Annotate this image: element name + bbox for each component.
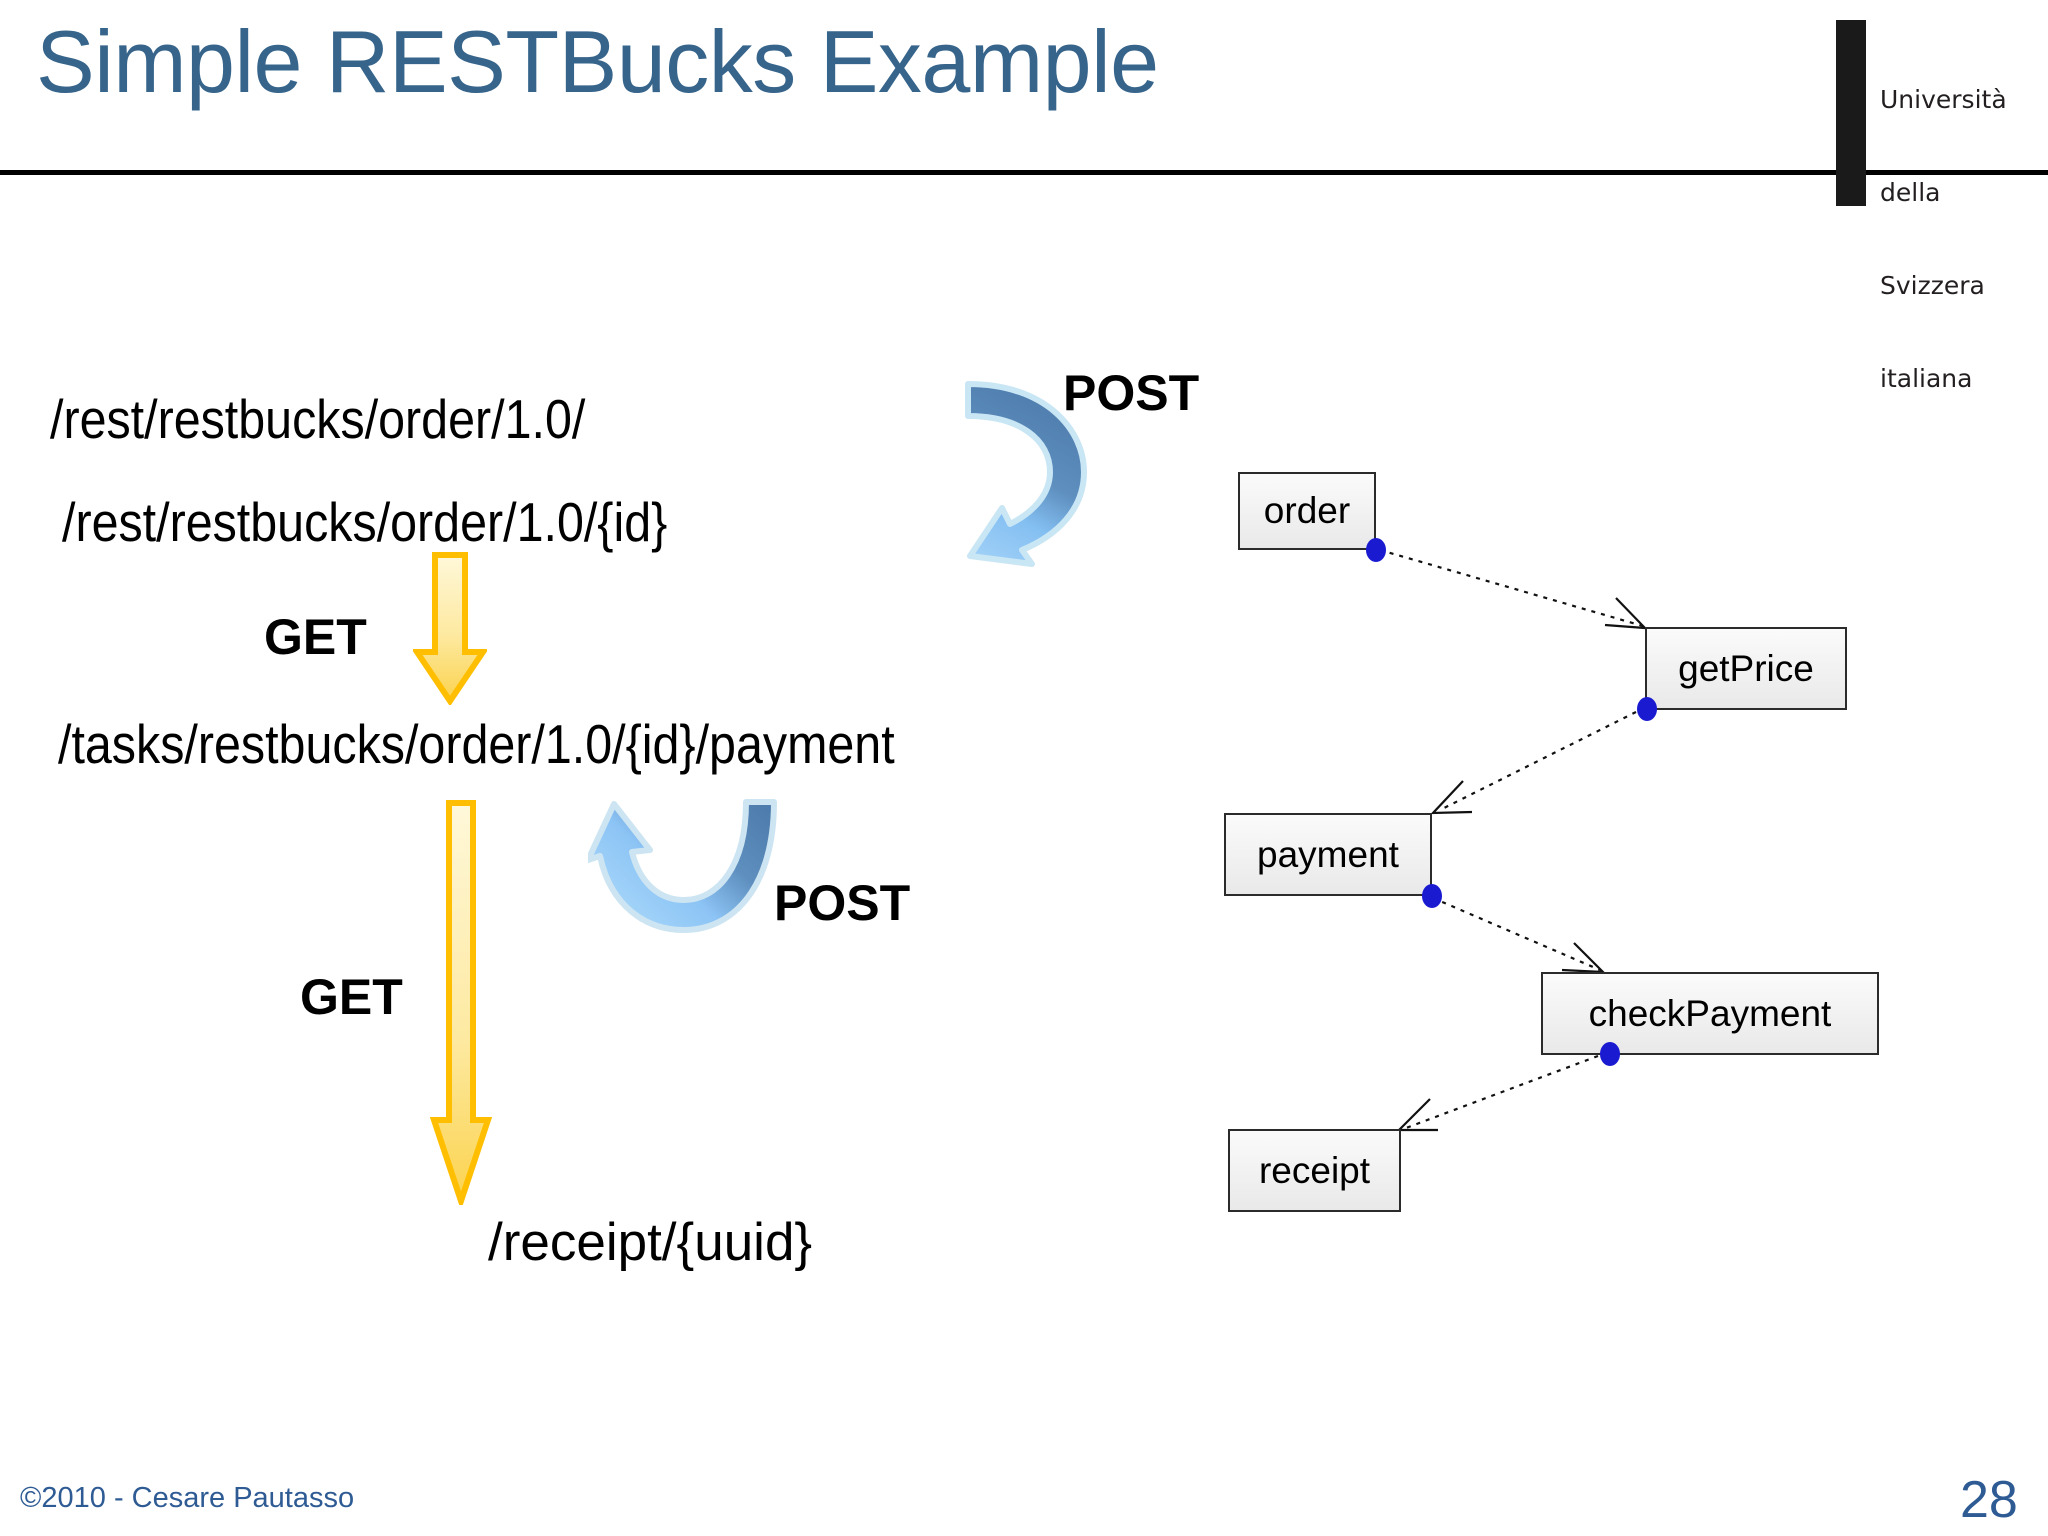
edge-order-to-getprice (1379, 548, 1648, 630)
edge-getprice-to-payment (1430, 711, 1637, 815)
diagram-node-getprice[interactable]: getPrice (1645, 627, 1847, 710)
diagram-node-dot-payment (1422, 884, 1442, 908)
verb-label-post-payment: POST (774, 875, 911, 931)
page-title: Simple RESTBucks Example (36, 12, 1159, 111)
diagram-node-receipt[interactable]: receipt (1228, 1129, 1401, 1212)
diagram-node-checkpayment[interactable]: checkPayment (1541, 972, 1879, 1055)
verb-label-post-create-order: POST (1063, 365, 1200, 421)
verb-label-get-order: GET (264, 609, 367, 665)
usi-logo-bar (1836, 20, 1866, 206)
diagram-node-dot-checkpayment (1600, 1042, 1620, 1066)
usi-logo-line-3: Svizzera (1880, 271, 1985, 300)
usi-logo-line-2: della (1880, 178, 1941, 207)
usi-logo-line-4: italiana (1880, 364, 1973, 393)
diagram-node-dot-getprice (1637, 697, 1657, 721)
page-number: 28 (1960, 1471, 2018, 1529)
edge-payment-to-checkpayment (1432, 896, 1606, 974)
get-arrow-down-order-icon (413, 552, 487, 705)
footer-copyright: ©2010 - Cesare Pautasso (20, 1482, 355, 1514)
uri-order-instance: /rest/restbucks/order/1.0/{id} (62, 491, 668, 553)
post-arrow-curved-payment-icon (588, 799, 777, 933)
restbucks-process-diagram: order getPrice payment checkPayment rece… (1200, 440, 2000, 1212)
get-arrow-down-receipt-icon (430, 800, 492, 1205)
uri-order-collection: /rest/restbucks/order/1.0/ (50, 388, 586, 450)
edge-checkpayment-to-receipt (1396, 1054, 1599, 1132)
diagram-node-payment[interactable]: payment (1224, 813, 1432, 896)
uri-payment-task: /tasks/restbucks/order/1.0/{id}/payment (58, 713, 895, 775)
usi-logo-text: Università della Svizzera italiana (1880, 22, 2007, 456)
post-arrow-curved-order-icon (965, 381, 1087, 567)
diagram-node-dot-order (1366, 538, 1386, 562)
uri-receipt: /receipt/{uuid} (488, 1213, 813, 1272)
usi-logo: Università della Svizzera italiana (1836, 18, 2048, 393)
diagram-node-order[interactable]: order (1238, 472, 1376, 550)
verb-label-get-receipt: GET (300, 969, 403, 1025)
usi-logo-line-1: Università (1880, 85, 2007, 114)
header-divider (0, 170, 2048, 175)
